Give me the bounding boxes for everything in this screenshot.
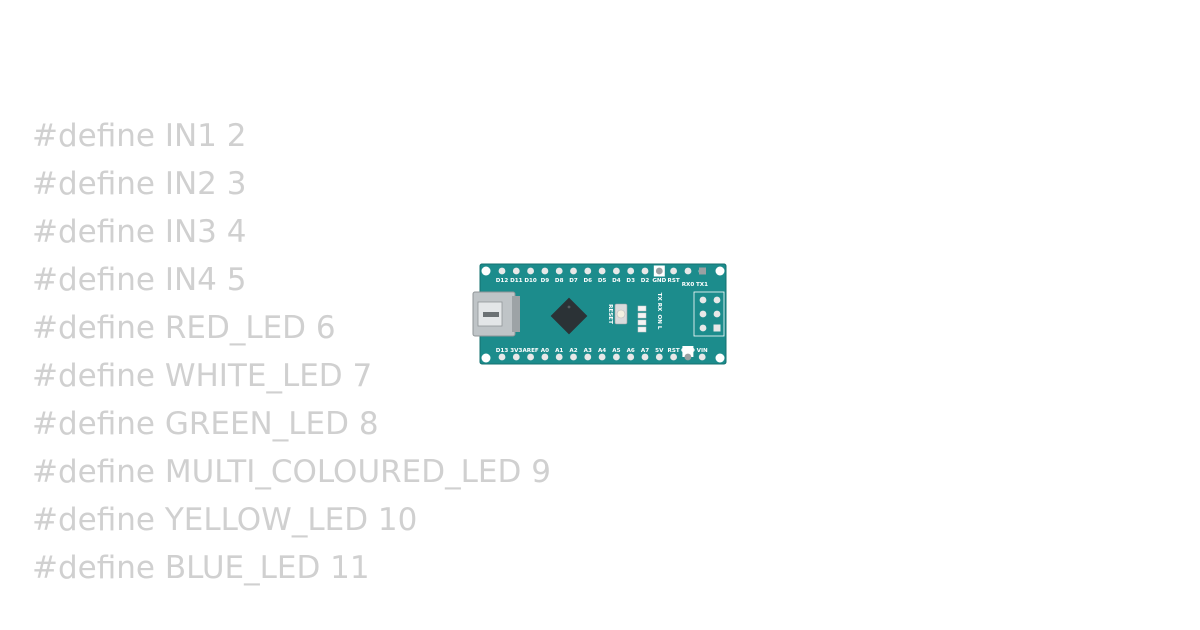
header-pin <box>541 267 549 275</box>
code-line: #define IN4 5 <box>32 262 247 298</box>
code-line: #define MULTI_COLOURED_LED 9 <box>32 454 551 490</box>
pin-label: D3 <box>626 278 635 284</box>
pin-label: GND <box>652 278 666 284</box>
code-line: #define WHITE_LED 7 <box>32 358 373 394</box>
header-pin <box>598 353 606 361</box>
header-pin <box>641 353 649 361</box>
header-pin <box>527 353 534 361</box>
header-pin <box>613 353 620 361</box>
pin-label: A4 <box>598 348 606 354</box>
header-pin <box>598 267 606 275</box>
pin-label: A3 <box>584 348 592 354</box>
pin-label: D7 <box>569 278 578 284</box>
header-pin <box>655 353 663 361</box>
pin-label: GND <box>681 348 695 354</box>
pin-label: TX1 <box>696 282 708 288</box>
pin-label: RST <box>668 348 680 354</box>
header-pin <box>670 267 677 275</box>
pin-label: A2 <box>569 348 577 354</box>
pin-label: D2 <box>641 278 650 284</box>
header-pin <box>570 267 577 275</box>
header-pin <box>555 353 563 361</box>
pin-label: D8 <box>555 278 564 284</box>
led-label: ON L <box>656 315 662 330</box>
pin-label: D9 <box>541 278 550 284</box>
mounting-hole <box>715 266 725 276</box>
header-pin <box>613 267 620 275</box>
icsp-pin <box>699 310 707 318</box>
pin-label: A1 <box>555 348 563 354</box>
microcontroller-chip <box>550 297 588 335</box>
header-pin <box>641 267 649 275</box>
header-pin <box>684 353 692 361</box>
header-pin <box>627 353 635 361</box>
pin-label: A5 <box>612 348 620 354</box>
mounting-hole <box>715 353 725 363</box>
header-pin <box>655 267 663 275</box>
pin-label: AREF <box>522 348 538 354</box>
pin-label: D12 <box>496 278 509 284</box>
header-pin <box>498 353 506 361</box>
led <box>637 319 647 326</box>
pin-label: D13 <box>496 348 509 354</box>
code-line: #define YELLOW_LED 10 <box>32 502 418 538</box>
pin-label: RST <box>668 278 680 284</box>
header-pin <box>512 267 520 275</box>
mounting-hole <box>481 353 491 363</box>
led <box>637 305 647 312</box>
header-pin <box>512 353 520 361</box>
icsp-pin <box>713 296 721 304</box>
pin-label: A6 <box>627 348 635 354</box>
code-line: #define IN1 2 <box>32 118 247 154</box>
usb-shell <box>512 296 520 332</box>
reset-label: RESET <box>607 304 613 324</box>
header-pin <box>584 267 592 275</box>
code-line: #define IN2 3 <box>32 166 247 202</box>
led-label: TX RX <box>656 293 662 312</box>
code-line: #define IN3 4 <box>32 214 247 250</box>
pin-label: D11 <box>510 278 523 284</box>
pin-label: D6 <box>584 278 593 284</box>
mounting-hole <box>481 266 491 276</box>
pin-label: 3V3 <box>510 348 522 354</box>
header-pin <box>684 267 692 275</box>
header-pin <box>627 267 635 275</box>
gnd-pad <box>682 346 694 357</box>
pin-label: A7 <box>641 348 649 354</box>
code-line: #define GREEN_LED 8 <box>32 406 379 442</box>
header-pin <box>527 267 534 275</box>
icsp-pin <box>699 324 707 332</box>
code-line: #define RED_LED 6 <box>32 310 336 346</box>
icsp-outline <box>693 291 725 337</box>
led <box>637 326 647 333</box>
pin-label: D10 <box>524 278 537 284</box>
icsp-pin <box>713 310 721 318</box>
header-pin <box>584 353 592 361</box>
icsp-pin <box>713 324 721 332</box>
pin-label: 5V <box>655 348 664 354</box>
square-pin <box>699 267 706 275</box>
header-pin <box>670 353 677 361</box>
chip-dot <box>567 305 571 309</box>
header-pin <box>541 353 549 361</box>
pin-label: RX0 <box>682 282 695 288</box>
header-pin <box>570 353 577 361</box>
led <box>637 312 647 319</box>
header-pin <box>698 353 706 361</box>
pin-label: D5 <box>598 278 607 284</box>
reset-button <box>616 309 626 319</box>
header-pin <box>498 267 506 275</box>
pin-label: VIN <box>697 348 708 354</box>
icsp-pin <box>699 296 707 304</box>
pin-label: A0 <box>541 348 549 354</box>
usb-tongue <box>483 312 499 317</box>
pin-label: D4 <box>612 278 621 284</box>
code-block: #define IN1 2 #define IN2 3 #define IN3 … <box>32 112 551 592</box>
code-line: #define BLUE_LED 11 <box>32 550 370 586</box>
header-pin <box>555 267 563 275</box>
